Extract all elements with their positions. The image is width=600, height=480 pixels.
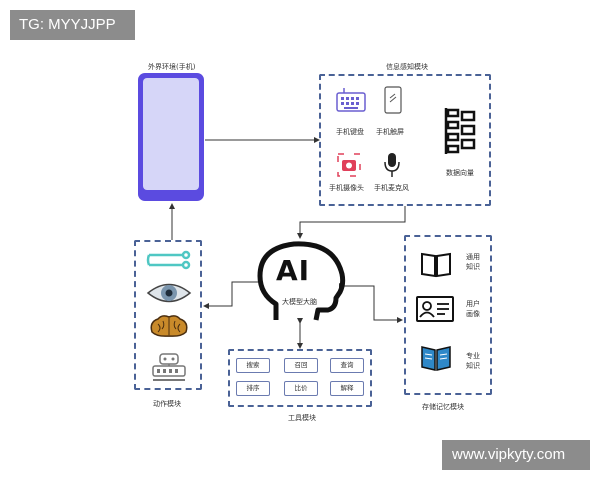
touchscreen-icon [384,86,402,114]
tools-title: 工具模块 [288,414,316,422]
watermark-bottom-right: www.vipkyty.com [442,440,590,470]
arrow-perception-to-ai [297,206,406,239]
arrow-ai-storage [339,283,403,323]
perception-title: 信息感知模块 [386,63,428,71]
perception-item-microphone: 手机麦克风 [374,184,409,192]
phone-title: 外界环境(手机) [148,63,196,71]
action-module [134,240,202,390]
perception-item-keyboard: 手机键盘 [336,128,364,136]
tool-recall: 召回 [284,358,318,373]
storage-item-user-profile: 用户画像 [466,300,480,318]
tool-query: 查询 [330,358,364,373]
user-profile-icon [416,296,454,322]
watermark-top-left: TG: MYYJJPP [10,10,135,40]
keyboard-icon [336,88,366,112]
action-title: 动作模块 [153,400,181,408]
storage-module [404,235,492,395]
robot-icon [152,353,186,381]
camera-icon [337,153,361,177]
professional-book-icon [421,346,451,371]
arrow-ai-to-action [203,281,262,309]
tool-price-compare: 比价 [284,381,318,396]
tool-explain: 解释 [330,381,364,396]
brain-icon [150,315,188,337]
microphone-icon [384,153,400,177]
data-vector-icon [444,108,476,154]
perception-module [319,74,491,206]
perception-item-camera: 手机摄像头 [329,184,364,192]
tools-module [228,349,372,407]
eye-icon [146,283,192,303]
phone-icon [138,73,204,201]
tool-search: 搜索 [236,358,270,373]
ai-caption: 大模型大脑 [282,298,317,306]
perception-item-touchscreen: 手机触屏 [376,128,404,136]
storage-title: 存储记忆模块 [422,403,464,411]
storage-item-general: 通用知识 [466,253,480,271]
book-icon [421,252,451,278]
tool-sort: 排序 [236,381,270,396]
tentacle-icon [146,250,191,270]
ai-logo-text: AI [276,254,311,287]
storage-item-professional: 专业知识 [466,352,480,370]
data-vector-label: 数据向量 [446,169,474,177]
ai-head-icon [257,241,346,321]
